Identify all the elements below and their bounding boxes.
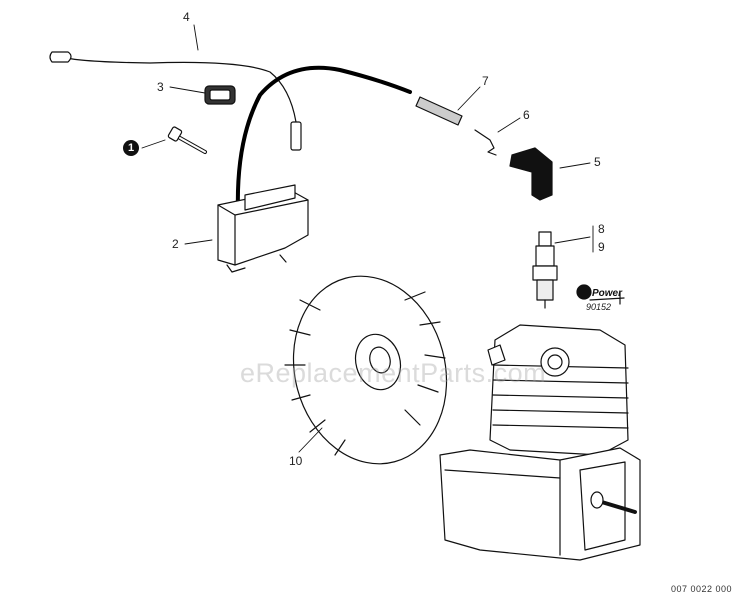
callout-3: 3: [157, 80, 164, 94]
spark-plug-part-8-9: [532, 231, 558, 309]
reference-code: 007 0022 000: [670, 584, 732, 594]
ground-wire-part-4: [49, 51, 302, 151]
preferred-part-code: 90152: [586, 302, 612, 312]
leader-lines: [141, 24, 594, 453]
ignition-lead: [235, 65, 412, 214]
preferred-part-brand: Power: [592, 288, 623, 299]
ignition-module-part-2: [217, 184, 309, 273]
callout-6: 6: [523, 108, 530, 122]
boot-tube-part-7: [415, 96, 463, 126]
spring-part-6: [474, 129, 497, 156]
callout-2: 2: [172, 237, 179, 251]
flywheel-part-10: [284, 275, 448, 465]
screw-part-1: [167, 126, 207, 154]
callout-7: 7: [482, 74, 489, 88]
watermark: eReplacementParts.com: [240, 358, 547, 388]
callout-1: 1: [123, 140, 139, 156]
callout-4: 4: [183, 10, 190, 24]
engine-block: [439, 324, 641, 561]
spark-plug-boot-part-5: [509, 147, 553, 201]
callout-8: 8: [598, 222, 605, 236]
callout-10: 10: [289, 454, 303, 468]
wire-clip-part-3: [204, 85, 236, 105]
power-badge-icon: [576, 284, 625, 305]
callout-5: 5: [594, 155, 601, 169]
callout-9: 9: [598, 240, 605, 254]
